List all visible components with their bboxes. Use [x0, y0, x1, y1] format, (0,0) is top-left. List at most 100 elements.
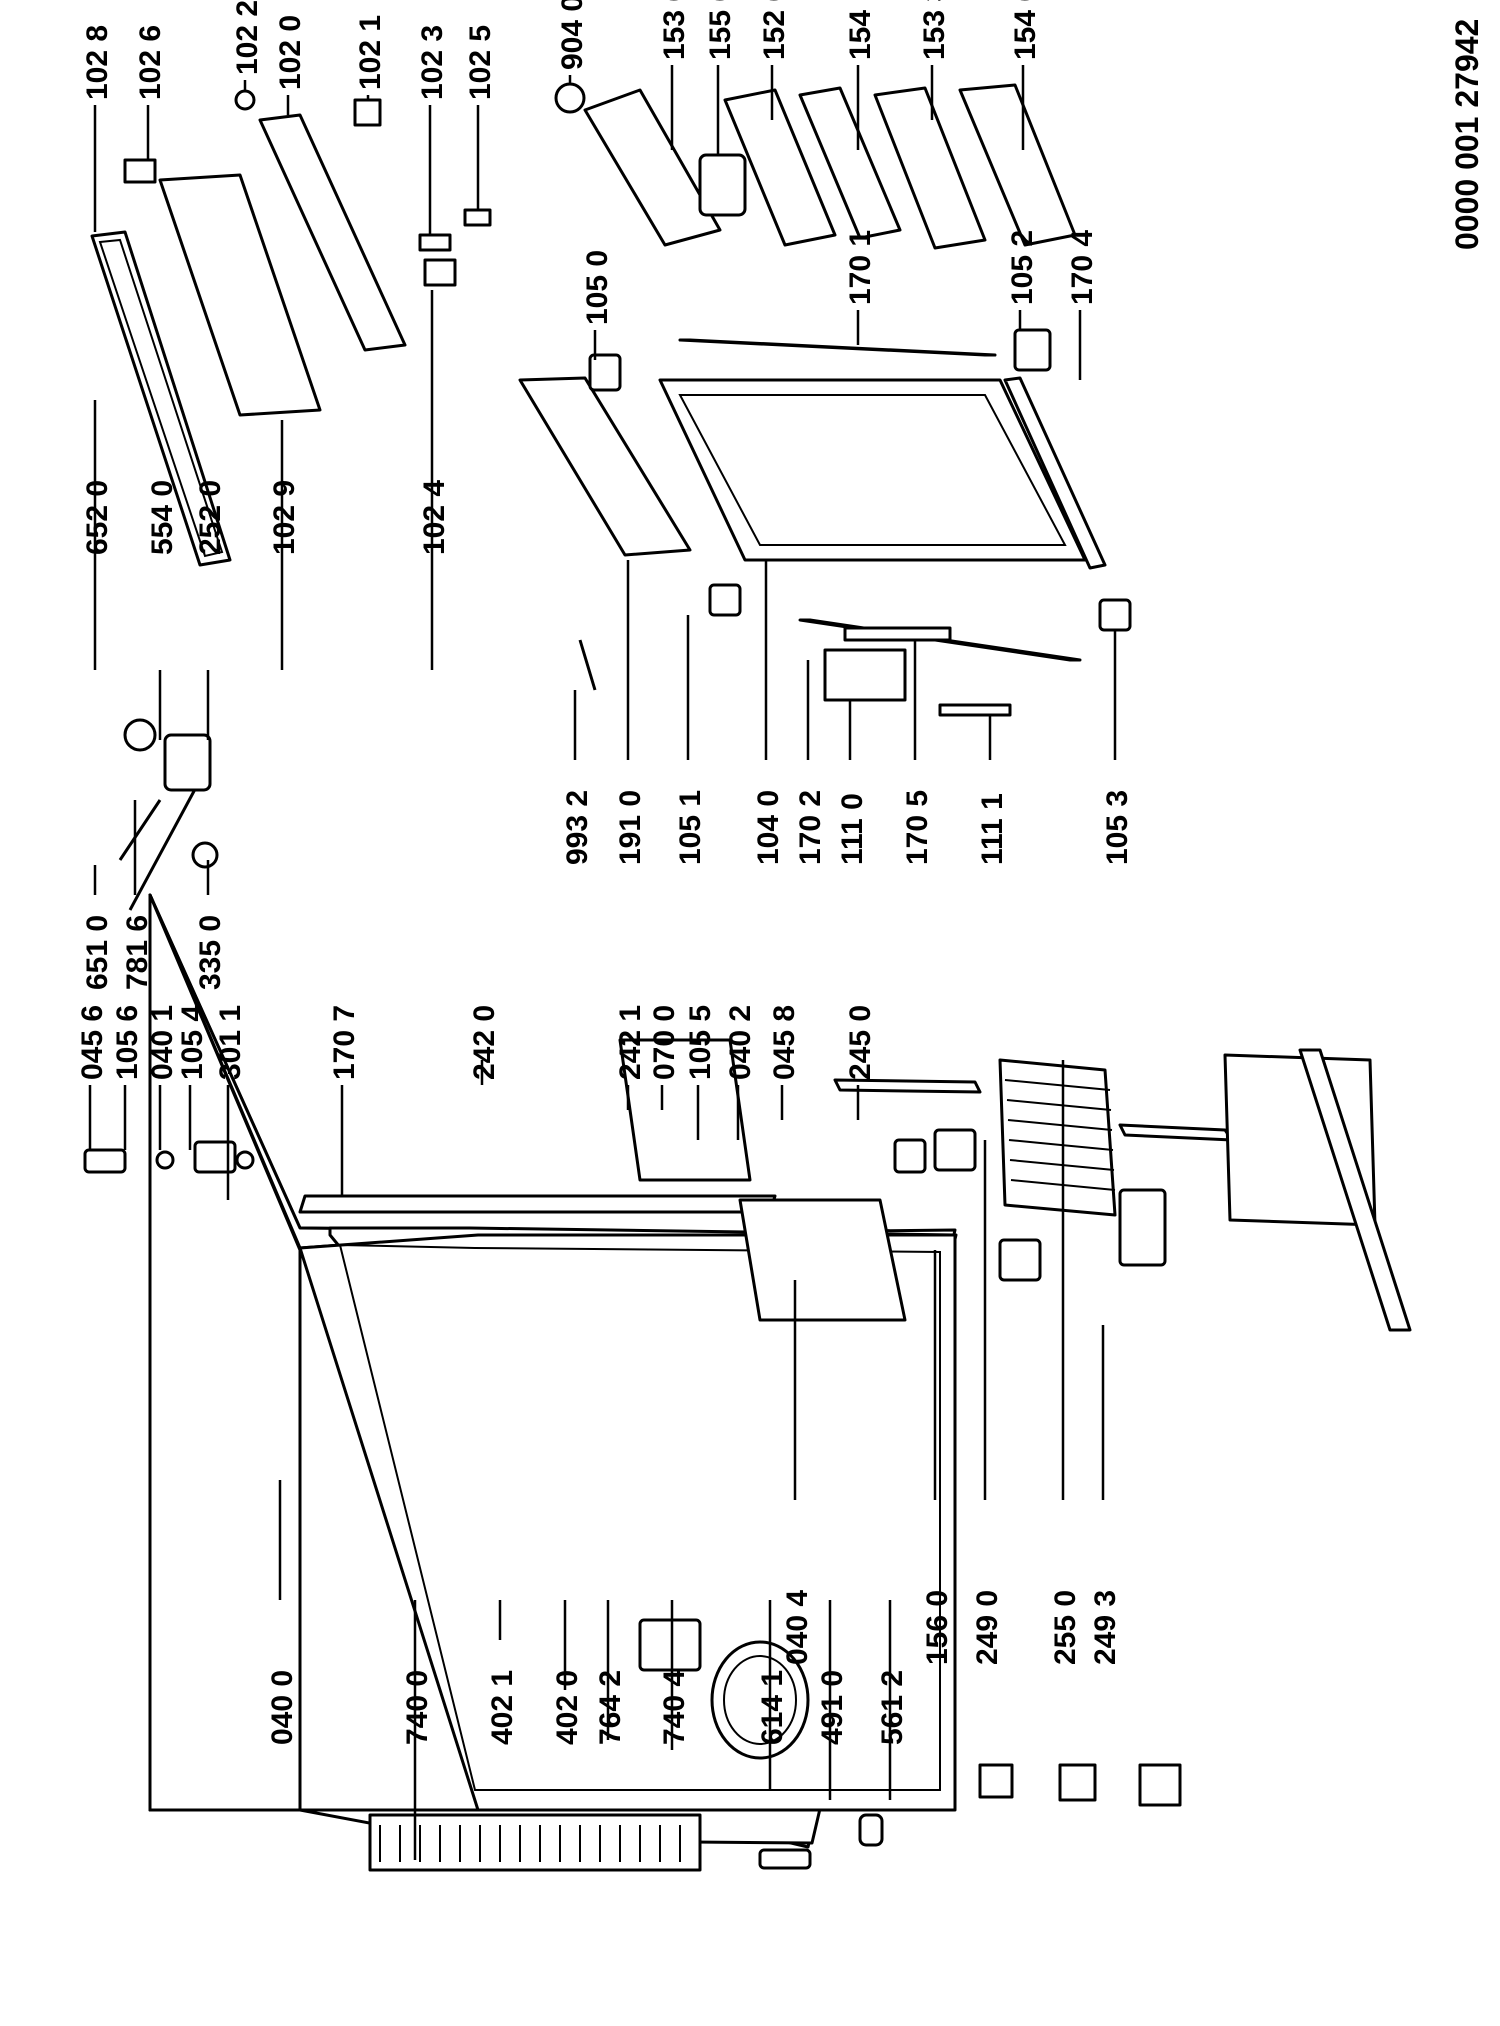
label-104-0: 104 0: [752, 790, 785, 865]
hinge-1052: [1013, 328, 1052, 372]
door-shelf-1533: [873, 86, 987, 250]
label-170-2: 170 2: [794, 790, 827, 865]
label-152-0: 152 0: [758, 0, 791, 60]
door-shelf-1540: [958, 83, 1077, 247]
label-102-8: 102 8: [81, 25, 114, 100]
part-1111: [938, 703, 1012, 717]
label-740-0: 740 0: [401, 1670, 434, 1745]
rail-0700: [833, 1078, 982, 1094]
label-105-1: 105 1: [674, 790, 707, 865]
label-191-0: 191 0: [614, 790, 647, 865]
label-155-0: 155 0: [704, 0, 737, 60]
document-reference-number: 0000 001 27942: [1449, 19, 1485, 250]
label-764-2: 764 2: [594, 1670, 627, 1745]
part-9040: [554, 82, 586, 114]
compressor: [638, 1618, 810, 1760]
foot: [858, 1813, 884, 1847]
door-shelf-1541: [798, 86, 902, 240]
label-170-5: 170 5: [901, 790, 934, 865]
connector-561: [1138, 1763, 1182, 1807]
part-1021: [353, 98, 382, 127]
leader-lines: [88, 65, 1117, 1860]
hinge-0456: [83, 1148, 127, 1174]
door-shelf-1520: [723, 88, 837, 247]
label-614-1: 614 1: [756, 1670, 789, 1745]
cabinet-outline: [148, 893, 302, 1812]
label-249-0: 249 0: [971, 1590, 1004, 1665]
thermostat-2520: [163, 733, 212, 792]
label-040-4: 040 4: [781, 1590, 814, 1665]
label-105-6: 105 6: [111, 1005, 144, 1080]
label-105-5: 105 5: [684, 1005, 717, 1080]
label-102-1: 102 1: [354, 15, 387, 90]
part-1026: [123, 158, 157, 184]
part-labels: 040 0 740 0 402 1 402 0 764 2 740 4 614 …: [76, 0, 1485, 1745]
part-1054: [235, 1150, 255, 1170]
label-993-2: 993 2: [561, 790, 594, 865]
hinge-1050: [588, 353, 622, 392]
part-9932: [578, 639, 597, 691]
label-301-1: 301 1: [214, 1005, 247, 1080]
hinge-0401: [193, 1140, 237, 1174]
label-252-0: 252 0: [194, 480, 227, 555]
part-7816: [128, 779, 202, 911]
part-1025: [463, 208, 492, 227]
label-105-3: 105 3: [1101, 790, 1134, 865]
part-6510: [118, 799, 162, 861]
label-105-4: 105 4: [176, 1005, 209, 1080]
gasket-1028: [90, 230, 232, 567]
label-102-4: 102 4: [418, 480, 451, 555]
label-242-0: 242 0: [468, 1005, 501, 1080]
strip-1707: [298, 1194, 777, 1214]
label-170-1: 170 1: [844, 230, 877, 305]
label-102-2: 102 2: [231, 0, 264, 75]
label-102-5: 102 5: [464, 25, 497, 100]
part-1024: [423, 258, 457, 287]
egg-tray-1550: [698, 153, 747, 217]
label-242-1: 242 1: [614, 1005, 647, 1080]
hinge-1053: [1098, 598, 1132, 632]
part-1023: [418, 233, 452, 252]
label-156-0: 156 0: [921, 1590, 954, 1665]
crispers: [618, 1038, 907, 1322]
label-154-1: 154 1: [844, 0, 877, 60]
label-402-1: 402 1: [486, 1670, 519, 1745]
part-1022: [234, 89, 256, 111]
strip-1705: [843, 626, 952, 642]
drier-filter: [758, 1848, 812, 1870]
part-3350: [191, 841, 219, 869]
cover-491: [1058, 1763, 1097, 1802]
relay-614: [978, 1763, 1014, 1799]
label-781-6: 781 6: [121, 915, 154, 990]
label-402-0: 402 0: [551, 1670, 584, 1745]
part-5540: [123, 718, 157, 752]
label-105-2: 105 2: [1006, 230, 1039, 305]
door-shelf-1530: [583, 88, 722, 247]
panel-1110: [823, 648, 907, 702]
label-170-7: 170 7: [328, 1005, 361, 1080]
wire-shelf-2450: [998, 1058, 1117, 1217]
door-frame-1910: [518, 376, 692, 557]
strip-1704: [1003, 376, 1107, 570]
label-040-0: 040 0: [266, 1670, 299, 1745]
label-102-3: 102 3: [416, 25, 449, 100]
freezer-door-1029: [158, 173, 322, 417]
label-040-2: 040 2: [724, 1005, 757, 1080]
part-drawings: [83, 82, 1412, 1872]
label-245-0: 245 0: [844, 1005, 877, 1080]
label-652-0: 652 0: [81, 480, 114, 555]
label-561-2: 561 2: [876, 1670, 909, 1745]
label-111-0: 111 0: [836, 793, 869, 865]
label-102-9: 102 9: [268, 480, 301, 555]
label-045-8: 045 8: [768, 1005, 801, 1080]
label-249-3: 249 3: [1089, 1590, 1122, 1665]
label-153-0: 153 0: [658, 0, 691, 60]
label-102-6: 102 6: [134, 25, 167, 100]
label-045-6: 045 6: [76, 1005, 109, 1080]
label-740-4: 740 4: [658, 1670, 691, 1745]
freezer-1020: [258, 113, 407, 352]
label-255-0: 255 0: [1049, 1590, 1082, 1665]
hinge-1051: [708, 583, 742, 617]
label-554-0: 554 0: [146, 480, 179, 555]
